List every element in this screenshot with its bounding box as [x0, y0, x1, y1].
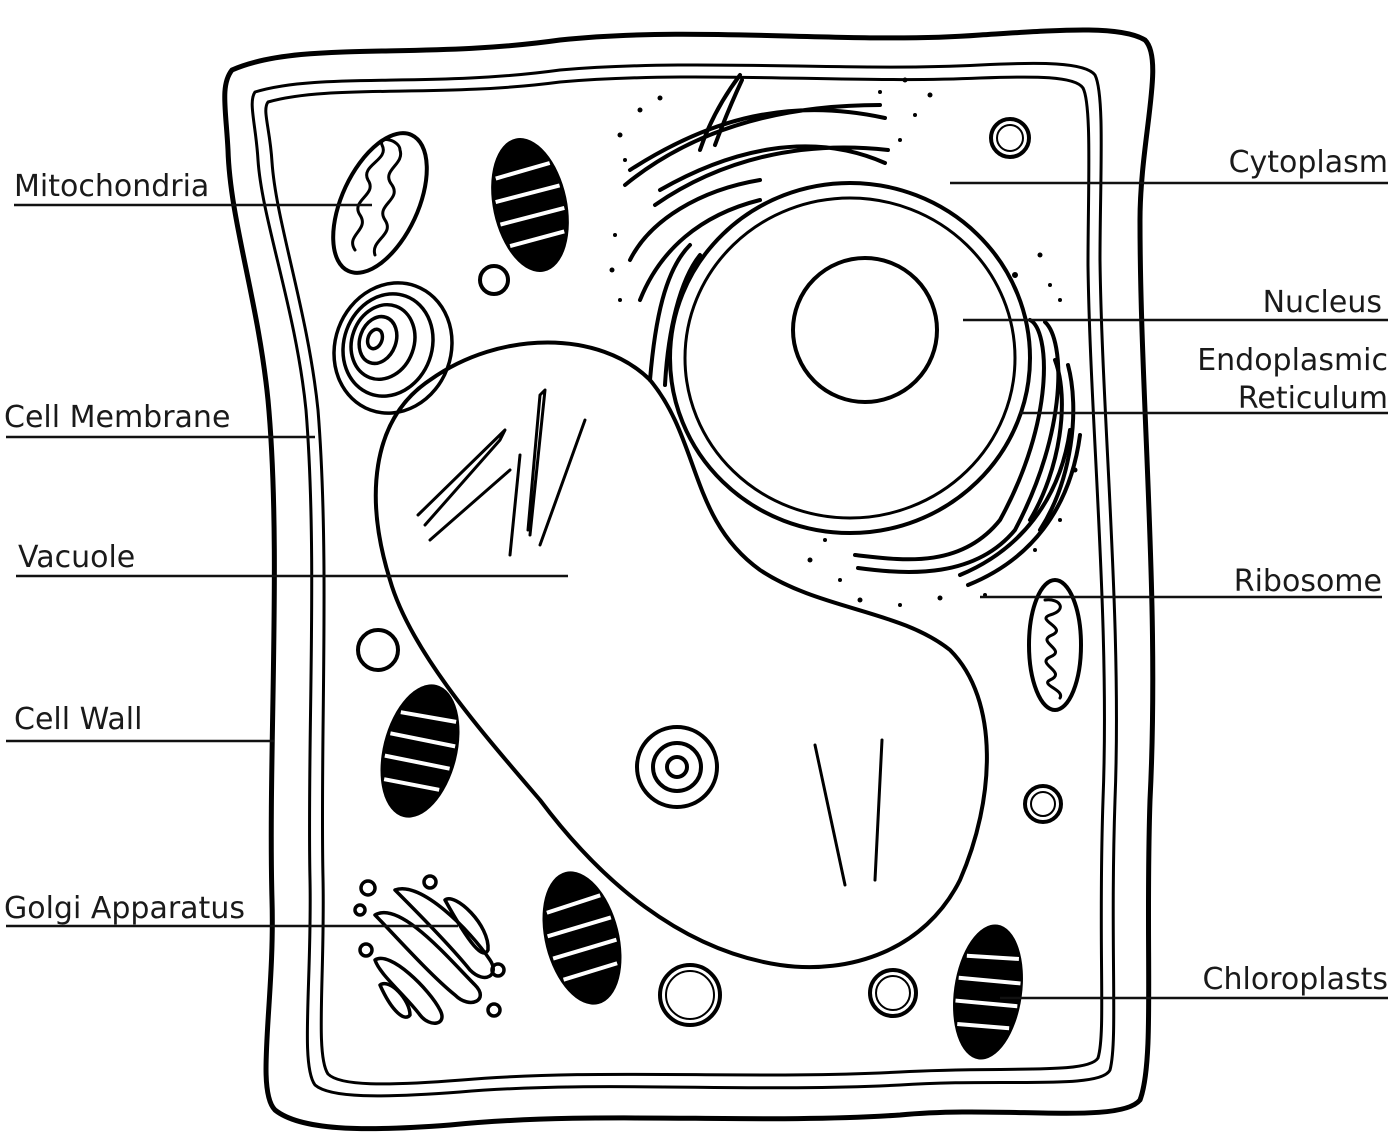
label-chloroplasts: Chloroplasts	[1203, 962, 1388, 997]
nucleus	[670, 183, 1030, 533]
vacuole-crystals	[418, 390, 882, 885]
label-cell-membrane: Cell Membrane	[4, 400, 230, 435]
vacuole	[376, 343, 987, 968]
label-cytoplasm: Cytoplasm	[1229, 145, 1388, 180]
golgi-apparatus	[355, 876, 504, 1023]
golgi-spiral	[316, 266, 470, 430]
leader-lines	[6, 183, 1388, 998]
label-mitochondria: Mitochondria	[14, 169, 209, 204]
labels: Mitochondria Cell Membrane Vacuole Cell …	[4, 145, 1388, 997]
label-nucleus: Nucleus	[1263, 285, 1382, 320]
chloroplast-4	[945, 920, 1031, 1064]
nucleolus	[793, 258, 937, 402]
label-endoplasmic-line1: Endoplasmic	[1197, 343, 1388, 378]
mitochondrion-top-left	[314, 119, 446, 287]
chloroplast-1	[480, 131, 581, 279]
label-endoplasmic-line2: Reticulum	[1238, 381, 1388, 416]
label-vacuole: Vacuole	[18, 540, 135, 575]
vacuole-granule	[637, 727, 717, 807]
label-golgi-apparatus: Golgi Apparatus	[4, 891, 245, 926]
mitochondrion-right	[1029, 580, 1081, 710]
label-cell-wall: Cell Wall	[14, 702, 142, 737]
label-ribosome: Ribosome	[1234, 564, 1382, 599]
